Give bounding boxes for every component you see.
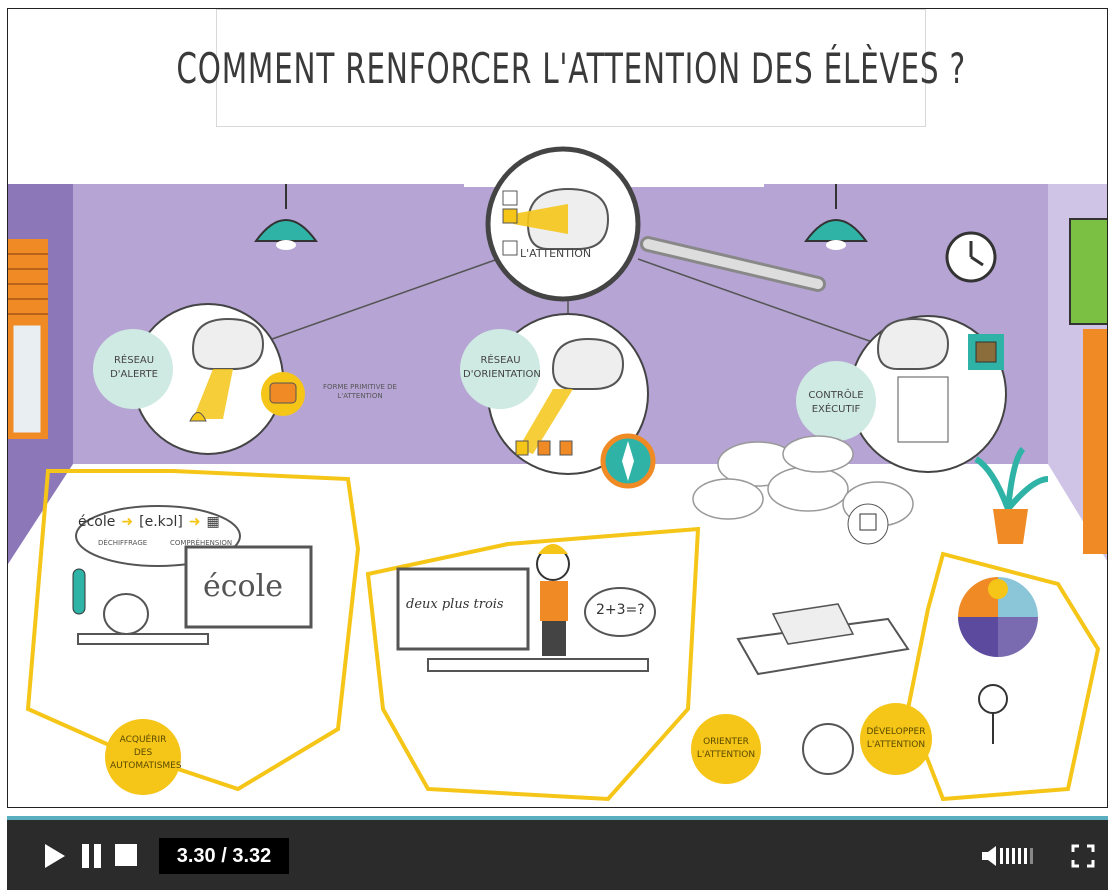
pause-icon[interactable] [82,844,102,868]
stop-icon[interactable] [115,844,139,868]
plant-icon [974,446,1049,544]
ball-icon [802,723,854,775]
classroom-board [396,567,530,651]
math-bubble-text: 2+3=? [596,602,645,618]
discussion-bubbles [692,435,914,527]
dice-icon [859,513,877,531]
door [1083,329,1107,554]
reading-phonetic: [e.kɔl] [139,514,183,530]
emotion-wheel-icon [958,577,1038,657]
alarm-icon [261,372,305,416]
page-title: COMMENT RENFORCER L'ATTENTION DES ÉLÈVES… [176,43,966,93]
battery-icon [72,568,86,615]
reading-word: école [78,514,116,530]
play-icon[interactable] [45,844,65,868]
orientation-network-circle [460,313,649,475]
orient-label: ORIENTER L'ATTENTION [696,737,756,760]
lamp-right [804,184,868,250]
student-reading [103,593,149,635]
develop-badge [860,703,932,775]
window-pane [10,322,44,436]
classroom-table [427,658,649,672]
arrow-right-icon: ➜ [188,514,201,530]
clock-icon [945,231,997,283]
arrow-right-icon: ➜ [121,514,134,530]
board-word: école [203,569,283,604]
lamp-left [254,184,318,250]
decoding-label: DÉCHIFFRAGE [98,539,148,547]
illustration [8,127,1107,807]
alert-network-label: RÉSEAU D'ALERTE [110,355,158,380]
orient-outline [365,526,701,802]
comprehension-label: COMPRÉHENSION [170,539,233,547]
automatisms-badge [105,719,181,795]
math-bubble [584,587,656,637]
attention-label: L'ATTENTION [520,247,592,260]
whiteboard-left [184,545,313,629]
video-frame[interactable]: COMMENT RENFORCER L'ATTENTION DES ÉLÈVES… [7,8,1108,808]
reading-flow: école ➜ [e.kɔl] ➜ ▦ [78,514,238,530]
title-box: COMMENT RENFORCER L'ATTENTION DES ÉLÈVES… [176,9,965,127]
develop-label: DÉVELOPPER L'ATTENTION [866,727,926,750]
time-display: 3.30 / 3.32 [159,838,289,874]
board-game [771,603,855,645]
compass-icon [600,433,656,489]
calm-child-figure [978,684,1008,744]
world-map [1069,218,1107,325]
building-icon: ▦ [206,514,220,530]
orientation-network-label: RÉSEAU D'ORIENTATION [463,355,541,380]
primitive-attention-note: FORME PRIMITIVE DE L'ATTENTION [323,383,397,400]
player-controls: 3.30 / 3.32 [7,816,1108,890]
alert-network-circle [93,303,284,455]
automatisms-label: ACQUÉRIR DES AUTOMATISMES [110,735,182,771]
develop-outline [905,551,1101,802]
magnifier-icon [485,146,826,302]
volume-icon[interactable] [982,844,1038,868]
student-desk [77,633,209,645]
teacher-figure [536,544,570,656]
executive-control-label: CONTRÔLE EXÉCUTIF [808,390,864,415]
window-slats [8,253,48,315]
automatisms-outline [25,469,361,792]
orient-badge [691,714,761,784]
fullscreen-icon[interactable] [1071,844,1095,868]
executive-control-circle [796,315,1007,473]
board-text: deux plus trois [406,597,504,612]
